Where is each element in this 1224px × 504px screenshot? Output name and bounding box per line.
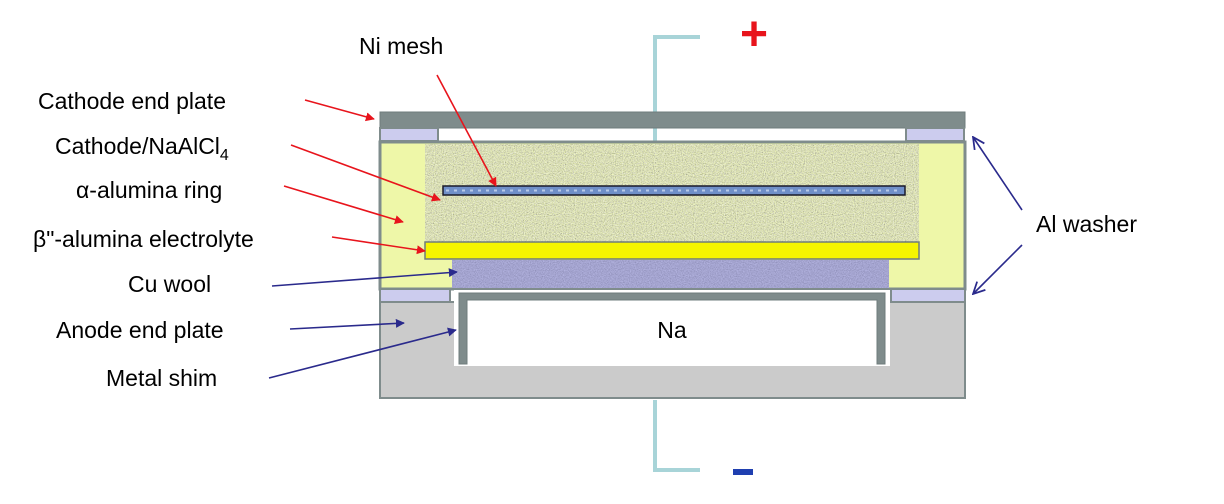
- positive-terminal-sign: +: [740, 8, 768, 61]
- negative-terminal-sign: [733, 469, 753, 475]
- label-al-washer: Al washer: [1036, 211, 1137, 237]
- arrow-metal-shim: [268, 327, 457, 379]
- label-metal-shim: Metal shim: [106, 365, 217, 391]
- label-alpha-alumina-ring: α-alumina ring: [76, 177, 222, 203]
- metal-shim: [458, 292, 886, 365]
- arrow-ni-mesh: [436, 74, 497, 187]
- arrow-al-washer-top: [973, 137, 1023, 211]
- label-cathode-subscript: 4: [220, 147, 229, 164]
- arrow-cathode-end-plate: [304, 99, 375, 122]
- cathode-end-plate: [379, 111, 966, 129]
- al-washer-top-left: [379, 127, 439, 142]
- cu-wool: [452, 260, 889, 288]
- positive-lead: [653, 35, 700, 183]
- label-cu-wool: Cu wool: [128, 271, 211, 297]
- arrow-cathode-material: [290, 144, 441, 202]
- al-washer-bottom-right: [890, 288, 966, 303]
- label-ni-mesh: Ni mesh: [359, 33, 443, 59]
- alpha-alumina-ring-left: [382, 144, 425, 287]
- ni-mesh: [442, 185, 906, 196]
- label-anode-end-plate: Anode end plate: [56, 317, 224, 343]
- label-beta-alumina-electrolyte: β"-alumina electrolyte: [33, 226, 254, 252]
- arrow-alpha-alumina-ring: [283, 185, 404, 224]
- na-label: Na: [657, 317, 687, 343]
- label-cathode-end-plate: Cathode end plate: [38, 88, 226, 114]
- label-cathode-naalcl4: Cathode/NaAlCl4: [55, 133, 229, 164]
- beta-alumina-electrolyte: [424, 241, 920, 260]
- alpha-alumina-ring-right: [919, 144, 963, 287]
- label-cathode-base: Cathode/NaAlCl: [55, 133, 220, 159]
- arrow-beta-alumina: [331, 236, 426, 255]
- negative-lead: [653, 400, 700, 472]
- arrow-anode-end-plate: [289, 318, 405, 330]
- arrow-cu-wool: [271, 268, 458, 287]
- al-washer-top-right: [905, 127, 965, 142]
- al-washer-bottom-left: [379, 288, 451, 303]
- sodium-cavity: [454, 290, 890, 366]
- arrow-al-washer-bottom: [973, 244, 1023, 294]
